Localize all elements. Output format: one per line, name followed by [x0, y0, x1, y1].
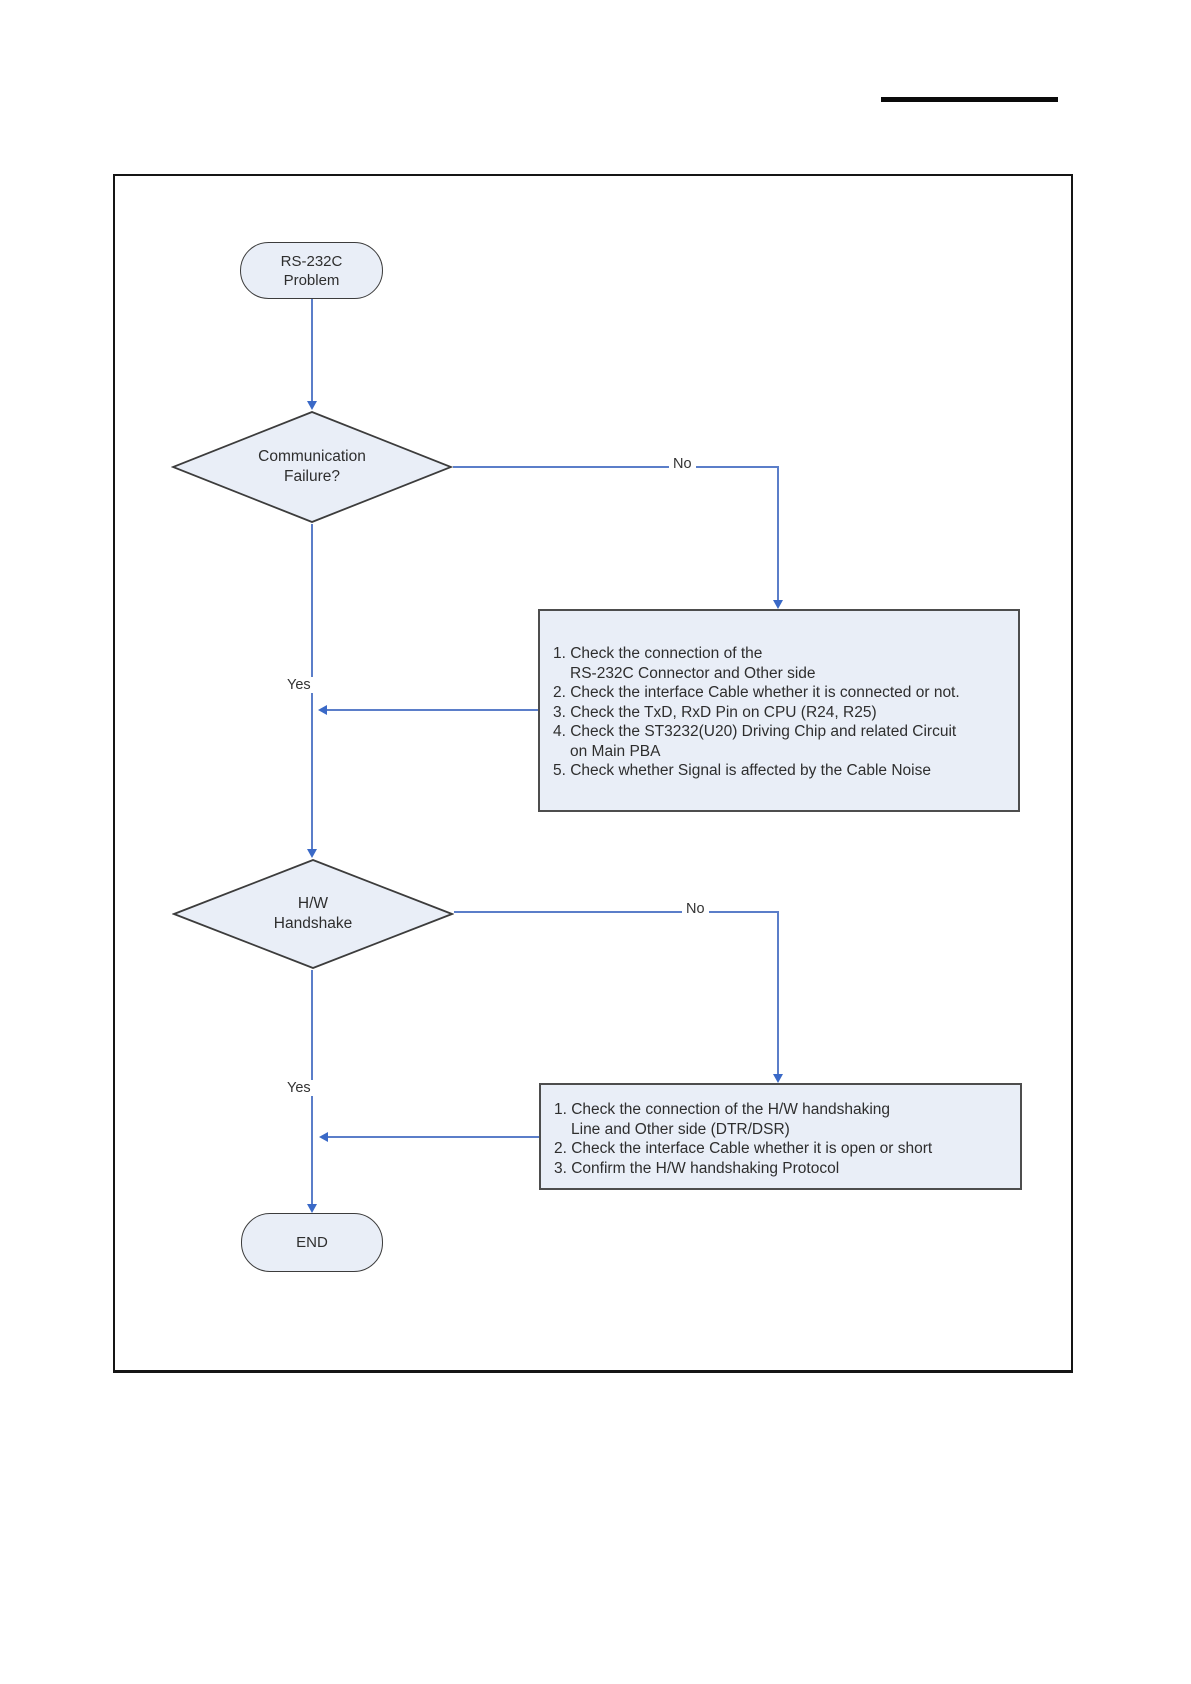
arrowhead-down-decision2 [307, 849, 317, 858]
arrowhead-left-spine2 [319, 1132, 328, 1142]
arrowhead-left-spine1 [318, 705, 327, 715]
decision1-label: Communication Failure? [171, 410, 453, 524]
heading-rule [881, 97, 1058, 102]
checklist1-line: 4. Check the ST3232(U20) Driving Chip an… [553, 723, 957, 740]
decision2-label-line2: Handshake [273, 915, 353, 932]
decision2-label: H/W Handshake [172, 858, 454, 970]
decision2-yes-label: Yes [283, 1080, 315, 1096]
decision2-no-label: No [682, 901, 709, 917]
end-node-label: END [296, 1234, 328, 1251]
checklist-box-1: 1. Check the connection of the RS-232C C… [538, 609, 1020, 812]
checklist1-line: RS-232C Connector and Other side [570, 664, 816, 682]
arrowhead-down-box1 [773, 600, 783, 609]
checklist2-line: 3. Confirm the H/W handshaking Protocol [554, 1159, 840, 1177]
decision-hw-handshake: H/W Handshake [172, 858, 454, 970]
diamond-shape [171, 411, 453, 523]
checklist1-line: 2. Check the interface Cable whether it … [553, 684, 960, 701]
checklist1-line: on Main PBA [570, 742, 661, 760]
end-node: END [241, 1213, 383, 1272]
connector-box2-to-spine [328, 1136, 539, 1138]
checklist-box-2: 1. Check the connection of the H/W hands… [539, 1083, 1022, 1190]
checklist1-line: 1. Check the connection of the [553, 645, 763, 662]
connector-box1-to-spine [327, 709, 538, 711]
checklist2-line: 2. Check the interface Cable whether it … [554, 1140, 933, 1157]
decision1-no-label: No [669, 456, 696, 472]
decision1-yes-label: Yes [283, 677, 315, 693]
arrowhead-down-decision1 [307, 401, 317, 410]
start-node-label-line2: Problem [283, 271, 340, 289]
decision1-label-line2: Failure? [284, 468, 340, 485]
connector-start-to-decision1 [311, 299, 313, 402]
connector-decision1-no-horizontal [453, 466, 779, 468]
checklist2-line: Line and Other side (DTR/DSR) [571, 1120, 790, 1138]
arrowhead-down-end [307, 1204, 317, 1213]
arrowhead-down-box2 [773, 1074, 783, 1083]
start-node-label-line1: RS-232C [280, 252, 343, 270]
connector-decision2-no-vertical [777, 911, 779, 1075]
diamond-shape [172, 859, 454, 969]
connector-decision1-no-vertical [777, 466, 779, 601]
decision1-label-line1: Communication [258, 448, 366, 465]
page-frame [113, 174, 1073, 1373]
checklist1-line: 3. Check the TxD, RxD Pin on CPU (R24, R… [553, 703, 877, 721]
start-node: RS-232C Problem [240, 242, 383, 299]
connector-decision2-no-horizontal [454, 911, 779, 913]
checklist1-line: 5. Check whether Signal is affected by t… [553, 762, 931, 779]
decision-communication-failure: Communication Failure? [171, 410, 453, 524]
checklist2-line: 1. Check the connection of the H/W hands… [554, 1101, 891, 1118]
decision2-label-line1: H/W [297, 895, 329, 912]
